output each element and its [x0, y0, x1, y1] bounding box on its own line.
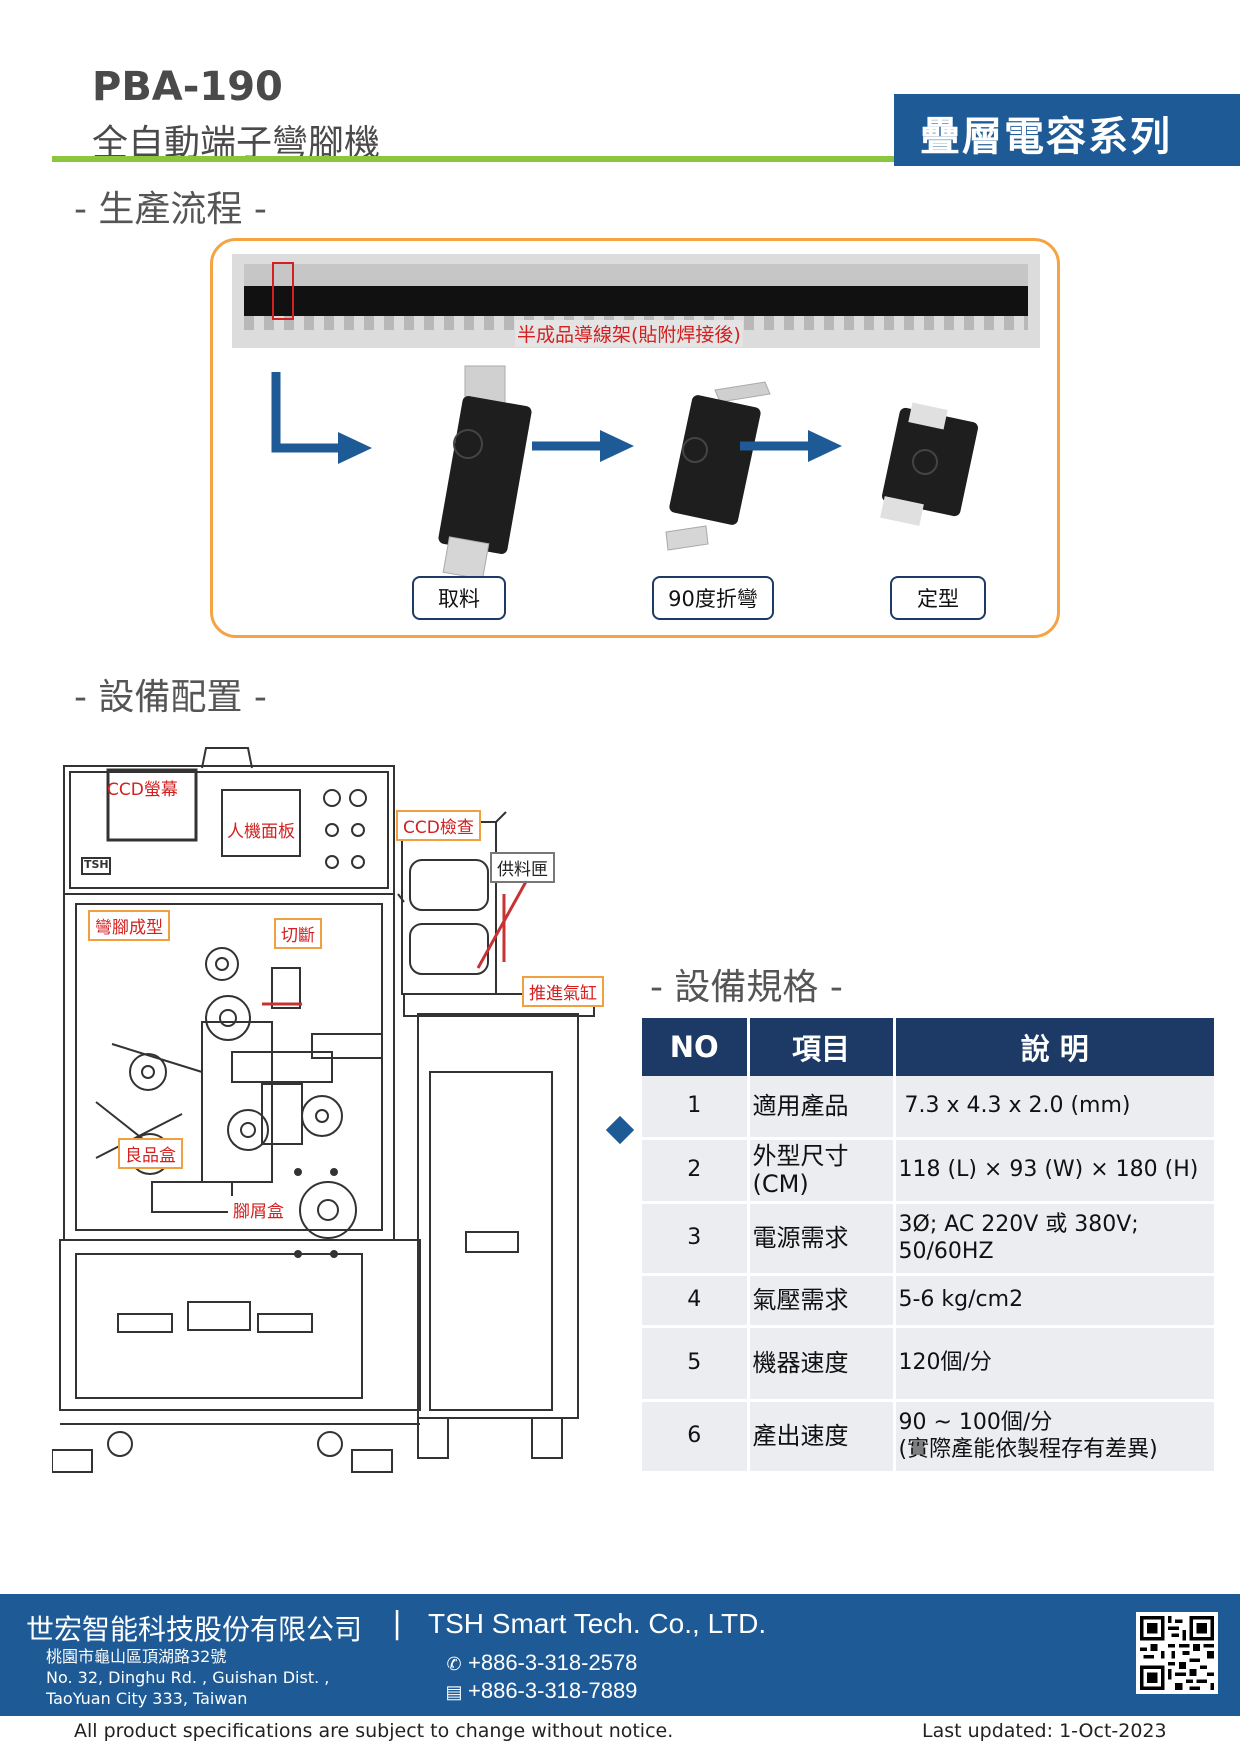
- disclaimer: All product specifications are subject t…: [74, 1720, 674, 1742]
- address-line-1: 桃園市龜山區頂湖路32號: [46, 1647, 227, 1666]
- row-desc: 7.3 x 4.3 x 2.0 (mm): [894, 1076, 1214, 1140]
- cutting-label: 切斷: [274, 918, 322, 949]
- process-panel: [210, 238, 1060, 638]
- col-no: NO: [642, 1018, 750, 1076]
- spec-table: NO 項目 說 明 1 適用產品 7.3 x 4.3 x 2.0 (mm) 2 …: [642, 1018, 1214, 1475]
- fax-line: ▤+886-3-318-7889: [444, 1678, 637, 1704]
- row-no: 4: [642, 1274, 750, 1329]
- row-desc: 120個/分: [894, 1326, 1214, 1403]
- row-desc-line2: 50/60HZ: [898, 1238, 994, 1264]
- step-form: 定型: [890, 576, 986, 620]
- address-line-3: TaoYuan City 333, Taiwan: [46, 1689, 248, 1708]
- process-heading: - 生產流程 -: [74, 189, 267, 230]
- feed-box-label: 供料匣: [490, 852, 555, 883]
- phone-line: ✆ +886-3-318-2578: [444, 1650, 637, 1676]
- row-item: 機器速度: [748, 1326, 896, 1403]
- row-item: 適用產品: [748, 1076, 896, 1140]
- footer-separator: |: [392, 1606, 403, 1641]
- series-banner: [894, 94, 1240, 166]
- fax-number: +886-3-318-7889: [468, 1678, 638, 1703]
- component-pickup-image: [438, 365, 532, 580]
- table-row: 1 適用產品 7.3 x 4.3 x 2.0 (mm): [642, 1076, 1214, 1140]
- table-row: 2 外型尺寸(CM) 118 (L) × 93 (W) × 180 (H): [642, 1138, 1214, 1205]
- lead-frame-photo: [232, 254, 1040, 348]
- row-desc: 118 (L) × 93 (W) × 180 (H): [894, 1138, 1214, 1205]
- table-row: 3 電源需求 3Ø; AC 220V 或 380V;50/60HZ: [642, 1202, 1214, 1277]
- component-bent-image: [665, 381, 771, 551]
- row-desc: 3Ø; AC 220V 或 380V;50/60HZ: [894, 1202, 1214, 1277]
- row-item: 產出速度: [748, 1400, 896, 1475]
- corner-arrow-icon: [271, 372, 340, 453]
- machine-drawing: CCD螢幕 人機面板 CCD檢查 供料匣 彎腳成型 切斷 推進氣缸 良品盒 腳屑…: [52, 742, 620, 1482]
- company-name-cn: 世宏智能科技股份有限公司: [26, 1613, 363, 1646]
- row-desc: 90 ~ 100個/分(實際產能依製程存有差異): [894, 1400, 1214, 1475]
- row-item-line2: (CM): [752, 1170, 809, 1199]
- col-desc: 說 明: [894, 1018, 1214, 1076]
- header-divider: [52, 156, 894, 162]
- col-item: 項目: [748, 1018, 896, 1076]
- arrow-right-icon-2: [808, 430, 842, 462]
- spec-header-row: NO 項目 說 明: [642, 1018, 1214, 1076]
- layout-heading: - 設備配置 -: [74, 677, 267, 718]
- selected-unit-marker: [272, 262, 294, 320]
- scrap-box-label: 腳屑盒: [228, 1196, 289, 1223]
- row-no: 5: [642, 1326, 750, 1403]
- step-pick: 取料: [412, 576, 506, 620]
- phone-icon: ✆: [446, 1654, 462, 1674]
- row-desc-line1: 90 ~ 100個/分: [898, 1410, 1053, 1436]
- row-no: 3: [642, 1202, 750, 1277]
- good-box-label: 良品盒: [118, 1138, 183, 1169]
- ccd-screen-label: CCD螢幕: [107, 780, 178, 800]
- last-updated: Last updated: 1-Oct-2023: [922, 1720, 1167, 1742]
- bending-label: 彎腳成型: [88, 910, 170, 941]
- company-address: 桃園市龜山區頂湖路32號 No. 32, Dinghu Rd. , Guisha…: [46, 1646, 329, 1709]
- row-item: 氣壓需求: [748, 1274, 896, 1329]
- row-desc-line1: 3Ø; AC 220V 或 380V;: [898, 1212, 1139, 1238]
- row-no: 2: [642, 1138, 750, 1205]
- specs-heading: - 設備規格 -: [650, 967, 843, 1008]
- arrow-right-icon: [600, 430, 634, 462]
- table-row: 6 產出速度 90 ~ 100個/分(實際產能依製程存有差異): [642, 1400, 1214, 1475]
- component-formed-image: [880, 402, 978, 526]
- brand-plate: TSH: [84, 858, 109, 871]
- qr-code-icon: [1136, 1612, 1218, 1694]
- footer-band: 世宏智能科技股份有限公司 | TSH Smart Tech. Co., LTD.…: [0, 1594, 1240, 1716]
- phone-number: +886-3-318-2578: [468, 1650, 638, 1675]
- row-desc-line2: (實際產能依製程存有差異): [898, 1436, 1158, 1462]
- lead-frame-caption: 半成品導線架(貼附焊接後): [515, 320, 743, 347]
- table-row: 4 氣壓需求 5-6 kg/cm2: [642, 1274, 1214, 1329]
- row-no: 6: [642, 1400, 750, 1475]
- fax-icon: ▤: [445, 1682, 463, 1702]
- ccd-inspection-label: CCD檢查: [396, 810, 481, 841]
- company-name-en: TSH Smart Tech. Co., LTD.: [428, 1608, 767, 1639]
- row-desc: 5-6 kg/cm2: [894, 1274, 1214, 1329]
- row-item: 外型尺寸(CM): [748, 1138, 896, 1205]
- row-item: 電源需求: [748, 1202, 896, 1277]
- product-model: PBA-190: [92, 64, 283, 110]
- table-row: 5 機器速度 120個/分: [642, 1326, 1214, 1403]
- series-label: 疊層電容系列: [920, 114, 1172, 160]
- row-item-line1: 外型尺寸: [752, 1141, 849, 1170]
- hmi-panel-label: 人機面板: [227, 822, 295, 842]
- address-line-2: No. 32, Dinghu Rd. , Guishan Dist. ,: [46, 1668, 330, 1687]
- push-cylinder-label: 推進氣缸: [522, 976, 604, 1007]
- process-flow-graphic: [271, 365, 978, 580]
- row-no: 1: [642, 1076, 750, 1140]
- step-bend-90: 90度折彎: [652, 576, 774, 620]
